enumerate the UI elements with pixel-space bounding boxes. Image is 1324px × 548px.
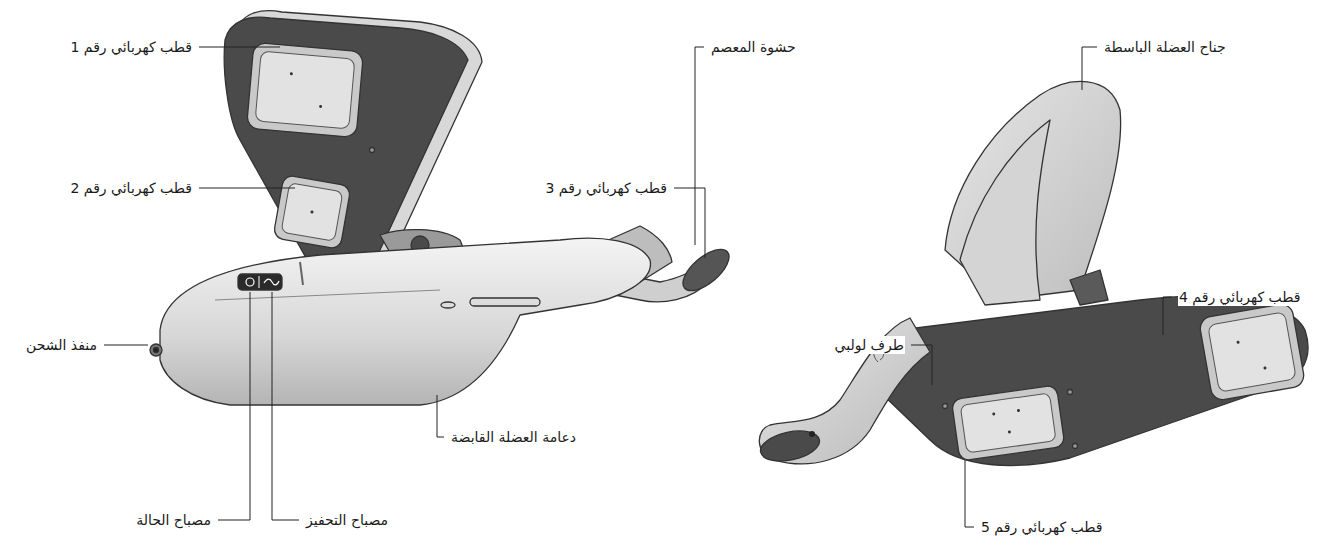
part-label: منفذ الشحن	[25, 336, 98, 354]
part-label: مصباح الحالة	[135, 511, 212, 529]
leader-lines	[104, 47, 1172, 527]
part-label: قطب كهربائي رقم 3	[544, 179, 668, 197]
part-label: جناح العضلة الباسطة	[1103, 38, 1227, 56]
part-label: قطب كهربائي رقم 4	[1178, 288, 1302, 306]
extensor-device	[758, 81, 1308, 465]
part-label: طرف لولبي	[834, 336, 906, 354]
part-label: قطب كهربائي رقم 1	[69, 38, 193, 56]
part-label: دعامة العضلة القابضة	[450, 428, 577, 446]
part-label: حشوة المعصم	[710, 38, 797, 56]
part-label: مصباح التحفيز	[305, 511, 389, 529]
flexor-device	[150, 11, 736, 405]
part-label: قطب كهربائي رقم 5	[980, 518, 1104, 536]
part-label: قطب كهربائي رقم 2	[69, 179, 193, 197]
